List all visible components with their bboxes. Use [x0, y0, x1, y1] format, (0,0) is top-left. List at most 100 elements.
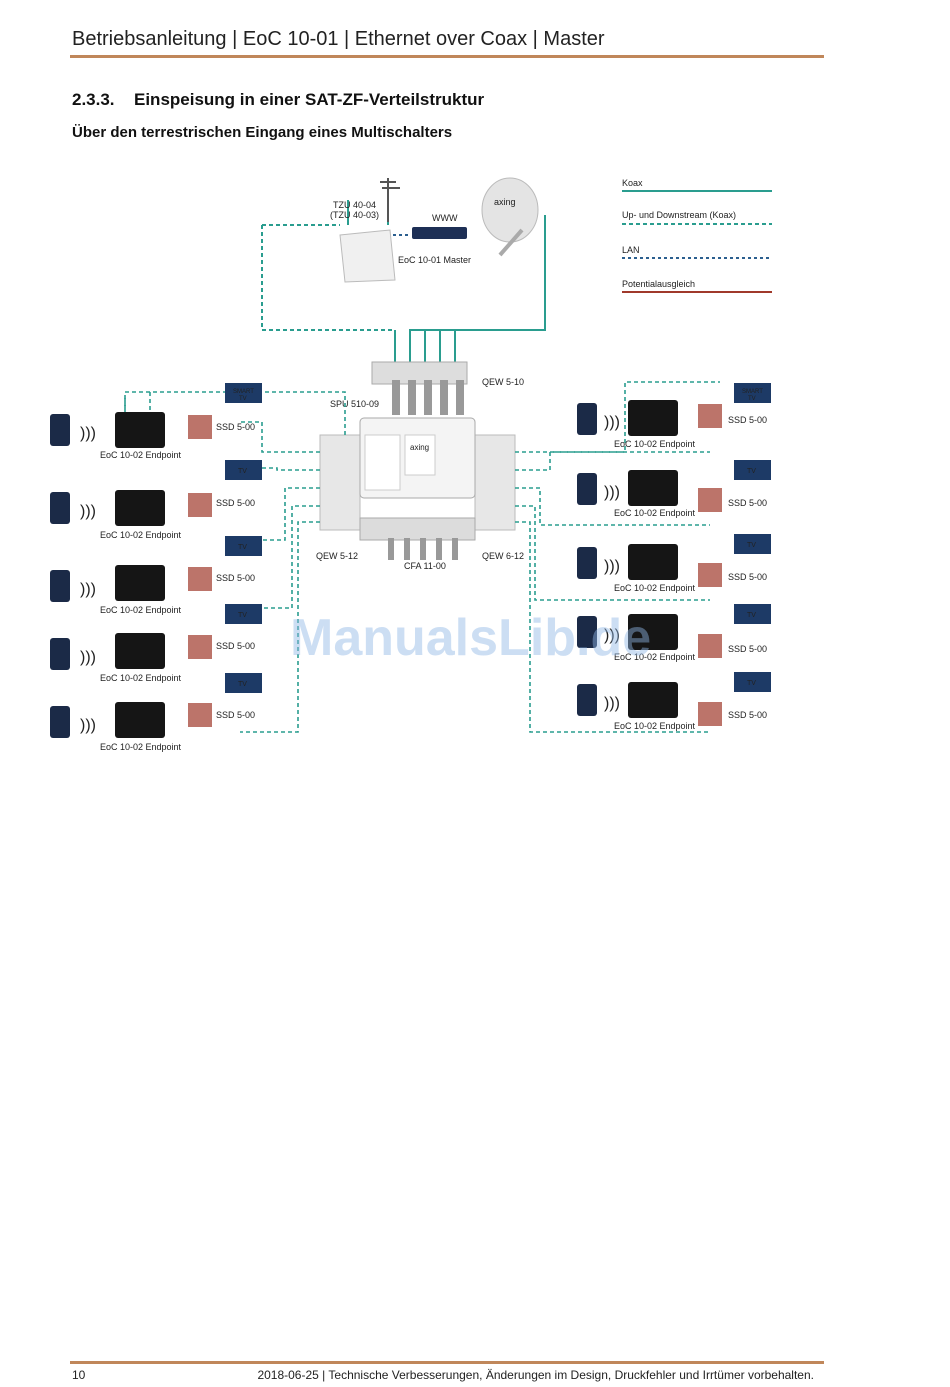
wifi-icon: ))) [604, 484, 620, 501]
smartphone-icon [50, 570, 70, 602]
satellite-dish-icon: axing [481, 177, 539, 257]
eoc-endpoint-device [115, 702, 165, 738]
smart-tv-text-1: SMART [742, 389, 763, 395]
ssd-socket-icon [698, 488, 722, 512]
ssd-label: SSD 5-00 [216, 422, 255, 432]
wifi-icon: ))) [80, 425, 96, 442]
smartphone-icon [577, 403, 597, 435]
master-label: EoC 10-01 Master [398, 255, 471, 265]
legend: Koax Up- und Downstream (Koax) LAN Poten… [622, 178, 772, 293]
document-header-title: Betriebsanleitung | EoC 10-01 | Ethernet… [72, 28, 605, 50]
sub-heading: Über den terrestrischen Eingang eines Mu… [72, 124, 453, 141]
eoc-endpoint-device [628, 614, 678, 650]
ssd-socket-icon [698, 634, 722, 658]
tv-text: TV [747, 680, 756, 687]
right-endpoint-group-5: ))) EoC 10-02 Endpoint SSD 5-00 TV [577, 672, 771, 731]
ssd-socket-icon [188, 567, 212, 591]
legend-label-updown: Up- und Downstream (Koax) [622, 210, 736, 220]
left-endpoint-group-4: ))) EoC 10-02 Endpoint SSD 5-00 TV [50, 604, 262, 683]
wifi-icon: ))) [80, 717, 96, 734]
section-heading: 2.3.3. Einspeisung in einer SAT-ZF-Vertei… [72, 90, 484, 110]
eoc-endpoint-device [628, 682, 678, 718]
network-diagram: Koax Up- und Downstream (Koax) LAN Poten… [50, 177, 772, 752]
endpoint-label: EoC 10-02 Endpoint [614, 439, 696, 449]
eoc-endpoint-device [115, 412, 165, 448]
spu-label: SPU 510-09 [330, 399, 379, 409]
qew-left-label: QEW 5-12 [316, 551, 358, 561]
eoc-endpoint-device [628, 470, 678, 506]
tv-text: TV [238, 544, 247, 551]
tv-icon [225, 604, 262, 624]
eoc-master-device [339, 229, 396, 283]
qew-top-device [371, 361, 468, 385]
tv-icon [225, 536, 262, 556]
ssd-label: SSD 5-00 [728, 572, 767, 582]
right-endpoint-group-4: ))) EoC 10-02 Endpoint SSD 5-00 TV [577, 604, 771, 662]
endpoint-label: EoC 10-02 Endpoint [614, 583, 696, 593]
eoc-endpoint-device [115, 490, 165, 526]
endpoint-label: EoC 10-02 Endpoint [100, 673, 182, 683]
legend-label-potential: Potentialausgleich [622, 279, 695, 289]
tv-text: TV [747, 612, 756, 619]
eoc-endpoint-device [628, 400, 678, 436]
endpoint-label: EoC 10-02 Endpoint [100, 530, 182, 540]
section-title: Einspeisung in einer SAT-ZF-Verteilstruk… [134, 90, 485, 109]
satellite-brand-text: axing [494, 197, 516, 207]
smartphone-icon [50, 638, 70, 670]
eoc-endpoint-device [628, 544, 678, 580]
ssd-label: SSD 5-00 [216, 710, 255, 720]
ssd-label: SSD 5-00 [728, 710, 767, 720]
section-number: 2.3.3. [72, 90, 115, 109]
tv-text: TV [238, 681, 247, 688]
tv-text: TV [747, 468, 756, 475]
wifi-icon: ))) [604, 558, 620, 575]
smartphone-icon [50, 492, 70, 524]
ssd-socket-icon [188, 493, 212, 517]
eoc-endpoint-device [115, 633, 165, 669]
router-icon [412, 227, 467, 239]
left-endpoint-group-1: ))) EoC 10-02 Endpoint SSD 5-00 SMART TV [50, 383, 262, 460]
endpoint-label: EoC 10-02 Endpoint [100, 742, 182, 752]
qew-right-label: QEW 6-12 [482, 551, 524, 561]
left-wiring [124, 391, 346, 733]
tzu-label-a: TZU 40-04 [333, 200, 376, 210]
tv-icon [734, 534, 771, 554]
smart-tv-icon [734, 383, 771, 403]
ssd-socket-icon [188, 415, 212, 439]
ssd-label: SSD 5-00 [728, 498, 767, 508]
cfa-label: CFA 11-00 [404, 561, 446, 571]
left-endpoint-group-3: ))) EoC 10-02 Endpoint SSD 5-00 TV [50, 536, 262, 615]
wifi-icon: ))) [80, 649, 96, 666]
ssd-socket-icon [188, 703, 212, 727]
smart-tv-text-2: TV [239, 396, 247, 402]
smartphone-icon [50, 414, 70, 446]
terrestrial-antenna-icon [380, 178, 400, 222]
right-endpoint-group-1: ))) EoC 10-02 Endpoint SSD 5-00 SMART TV [577, 383, 771, 449]
smart-tv-text-1: SMART [233, 389, 254, 395]
smartphone-icon [50, 706, 70, 738]
endpoint-label: EoC 10-02 Endpoint [614, 721, 696, 731]
ssd-label: SSD 5-00 [728, 415, 767, 425]
multiswitch-device: axing [319, 417, 516, 560]
ssd-label: SSD 5-00 [216, 641, 255, 651]
tv-text: TV [747, 542, 756, 549]
left-endpoint-group-2: ))) EoC 10-02 Endpoint SSD 5-00 TV [50, 460, 262, 540]
smartphone-icon [577, 684, 597, 716]
qew-top-label: QEW 5-10 [482, 377, 524, 387]
tzu-label-b: (TZU 40-03) [330, 210, 379, 220]
smart-tv-icon [225, 383, 262, 403]
wifi-icon: ))) [604, 627, 620, 644]
tv-icon [225, 673, 262, 693]
endpoint-label: EoC 10-02 Endpoint [614, 508, 696, 518]
tv-icon [734, 672, 771, 692]
smartphone-icon [577, 616, 597, 648]
wifi-icon: ))) [80, 503, 96, 520]
legend-label-lan: LAN [622, 245, 640, 255]
switch-brand-text: axing [410, 443, 429, 452]
ssd-socket-icon [698, 563, 722, 587]
endpoint-label: EoC 10-02 Endpoint [614, 652, 696, 662]
right-wiring [515, 381, 720, 733]
qew-top-connectors [392, 380, 464, 415]
wifi-icon: ))) [604, 695, 620, 712]
ssd-socket-icon [188, 635, 212, 659]
